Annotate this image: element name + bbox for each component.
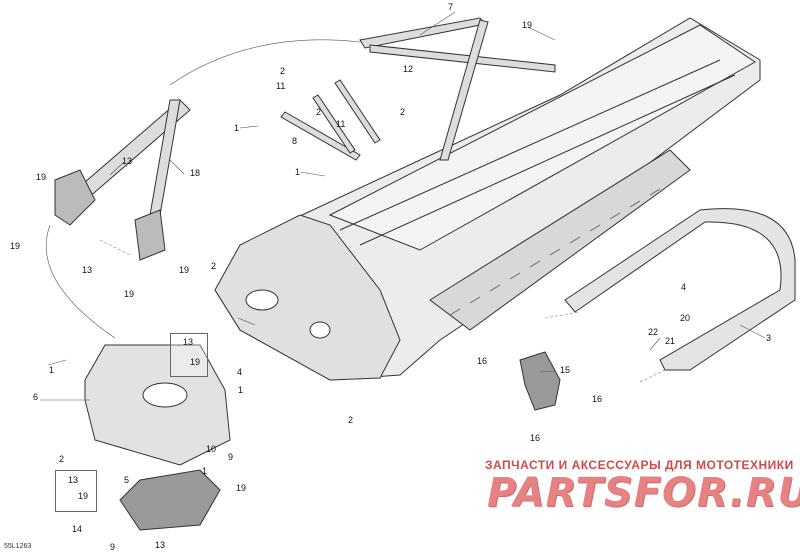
callout-15: 15 [560, 365, 571, 375]
callout-13: 13 [122, 156, 133, 166]
callout-13: 13 [155, 540, 166, 550]
callout-5: 5 [124, 475, 130, 485]
leader-lines [40, 11, 766, 401]
callout-19: 19 [236, 483, 247, 493]
callout-19: 19 [190, 357, 201, 367]
upper-arm-drop [439, 19, 489, 161]
callout-13: 13 [82, 265, 93, 275]
kit-box-13-19-upper [170, 333, 208, 377]
callout-19: 19 [522, 20, 533, 30]
side-bracket-15 [519, 351, 561, 411]
callout-6: 6 [33, 392, 39, 402]
callout-19: 19 [10, 241, 21, 251]
callout-20: 20 [680, 313, 691, 323]
strut-11b [334, 79, 381, 144]
tunnel-side [429, 149, 691, 331]
callout-1: 1 [202, 466, 208, 476]
callout-4: 4 [237, 367, 243, 377]
callout-13: 13 [68, 475, 79, 485]
track-window-pattern [449, 188, 661, 316]
callout-18: 18 [190, 168, 201, 178]
callout-2: 2 [400, 107, 406, 117]
callout-1: 1 [295, 167, 301, 177]
callout-2: 2 [316, 107, 322, 117]
strut-11 [312, 94, 356, 154]
callout-13: 13 [183, 337, 194, 347]
tunnel-top-face [328, 24, 756, 251]
upper-arm-rod-12 [369, 44, 556, 73]
steering-left-bracket [54, 169, 96, 226]
chassis-hole [245, 289, 279, 311]
callout-2: 2 [280, 66, 286, 76]
diagram-code: 55L1263 [4, 543, 32, 550]
callout-11: 11 [276, 81, 286, 91]
callout-8: 8 [292, 136, 298, 146]
callout-10: 10 [206, 444, 217, 454]
watermark-logo: PARTSFOR.RU [487, 470, 800, 516]
callout-2: 2 [348, 415, 354, 425]
callout-2: 2 [211, 261, 217, 271]
callout-1: 1 [234, 123, 240, 133]
front-plate-hole [142, 382, 188, 408]
strut-8 [280, 111, 361, 161]
callout-19: 19 [124, 289, 135, 299]
callout-14: 14 [72, 524, 83, 534]
callout-16: 16 [477, 356, 488, 366]
callout-16: 16 [530, 433, 541, 443]
callout-1: 1 [49, 365, 55, 375]
callout-21: 21 [665, 336, 676, 346]
callout-3: 3 [766, 333, 772, 343]
chassis-hole-2 [309, 321, 331, 339]
callout-11: 11 [336, 119, 346, 129]
callout-4: 4 [681, 282, 687, 292]
callout-7: 7 [448, 2, 454, 12]
front-chassis [214, 214, 401, 381]
callout-12: 12 [403, 64, 414, 74]
lower-bracket [119, 469, 221, 531]
callout-2: 2 [59, 454, 65, 464]
callout-19: 19 [78, 491, 89, 501]
callout-1: 1 [238, 385, 244, 395]
callout-22: 22 [648, 327, 659, 337]
callout-19: 19 [179, 265, 190, 275]
callout-16: 16 [592, 394, 603, 404]
callout-19: 19 [36, 172, 47, 182]
steering-right-bracket [134, 209, 166, 261]
callout-9: 9 [110, 542, 116, 552]
kit-box-13-19-lower [55, 470, 97, 512]
callout-9: 9 [228, 452, 234, 462]
watermark-tagline: ЗАПЧАСТИ И АКСЕССУАРЫ ДЛЯ МОТОТЕХНИКИ [485, 458, 794, 472]
tunnel-rail-2 [359, 74, 736, 246]
tunnel-rail [339, 59, 721, 231]
